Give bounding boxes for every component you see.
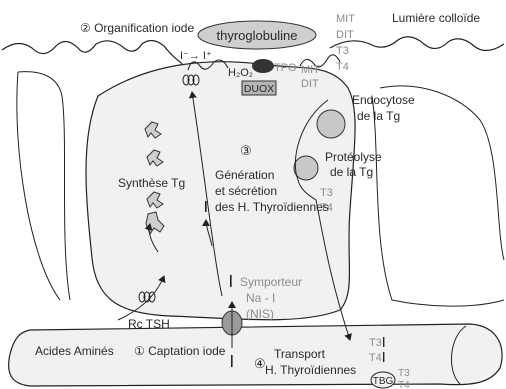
transport-label-2: H. Thyroïdiennes — [265, 363, 356, 377]
t4-tbg-label: T4 — [398, 380, 410, 389]
symporteur-label-2: Na - I — [246, 291, 275, 305]
step1-label: ① Captation iode — [134, 344, 226, 358]
duox-label: DUOX — [244, 83, 274, 95]
mit-label: MIT — [336, 13, 355, 25]
h2o2-label: H₂O₂ — [228, 67, 253, 79]
acides-label: Acides Aminés — [35, 344, 114, 358]
step3-number: ③ — [240, 143, 252, 158]
t3-tbg-label: T3 — [398, 368, 410, 379]
t3-blood-label: T3 — [369, 337, 382, 349]
rctsh-label: Rc TSH — [128, 317, 170, 331]
t4-blood-bar — [383, 352, 384, 362]
thyroglobuline-label: thyroglobuline — [217, 28, 298, 43]
step2-label: ② Organification iode — [80, 21, 194, 35]
t3-label-cell: T3 — [320, 187, 333, 199]
t3-blood-bar — [383, 337, 384, 347]
symporteur-label-1: Symporteur — [240, 275, 302, 289]
t4-blood-label: T4 — [369, 352, 382, 364]
t3-label-colloid: T3 — [336, 45, 349, 57]
generation-label-1: Génération — [215, 168, 274, 182]
proteolyse-label-1: Protéolyse — [325, 150, 382, 164]
nis-bar — [230, 275, 232, 287]
secretion-bar — [205, 201, 207, 212]
left-neighbour-cell — [17, 72, 70, 300]
step4-number: ④ — [254, 356, 266, 371]
blood-iodide-bar — [231, 355, 233, 367]
t4-label-colloid: T4 — [336, 61, 349, 73]
endocytosis-vesicle — [317, 110, 345, 138]
tpo-enzyme — [252, 59, 274, 73]
lumen-label: Lumière colloïde — [392, 11, 480, 25]
dit-label-left: DIT — [301, 78, 319, 90]
generation-label-2: et sécrétion — [215, 184, 277, 198]
proteolysis-vesicle — [294, 156, 318, 180]
dit-label: DIT — [336, 29, 354, 41]
synthese-label: Synthèse Tg — [118, 176, 185, 190]
mit-label-left: MIT — [301, 64, 320, 76]
symporteur-label-3: (NIS) — [246, 307, 274, 321]
tpo-label: TPO — [274, 62, 297, 74]
endocytose-label-2: de la Tg — [357, 109, 400, 123]
transport-label-1: Transport — [274, 347, 326, 361]
generation-label-3: des H. Thyroïdiennes — [215, 200, 329, 214]
proteolyse-label-2: de la Tg — [330, 165, 373, 179]
iodide-label: I⁻→ I⁺ — [180, 50, 212, 62]
endocytose-label-1: Endocytose — [352, 93, 415, 107]
tbg-label: TBG — [373, 376, 394, 387]
